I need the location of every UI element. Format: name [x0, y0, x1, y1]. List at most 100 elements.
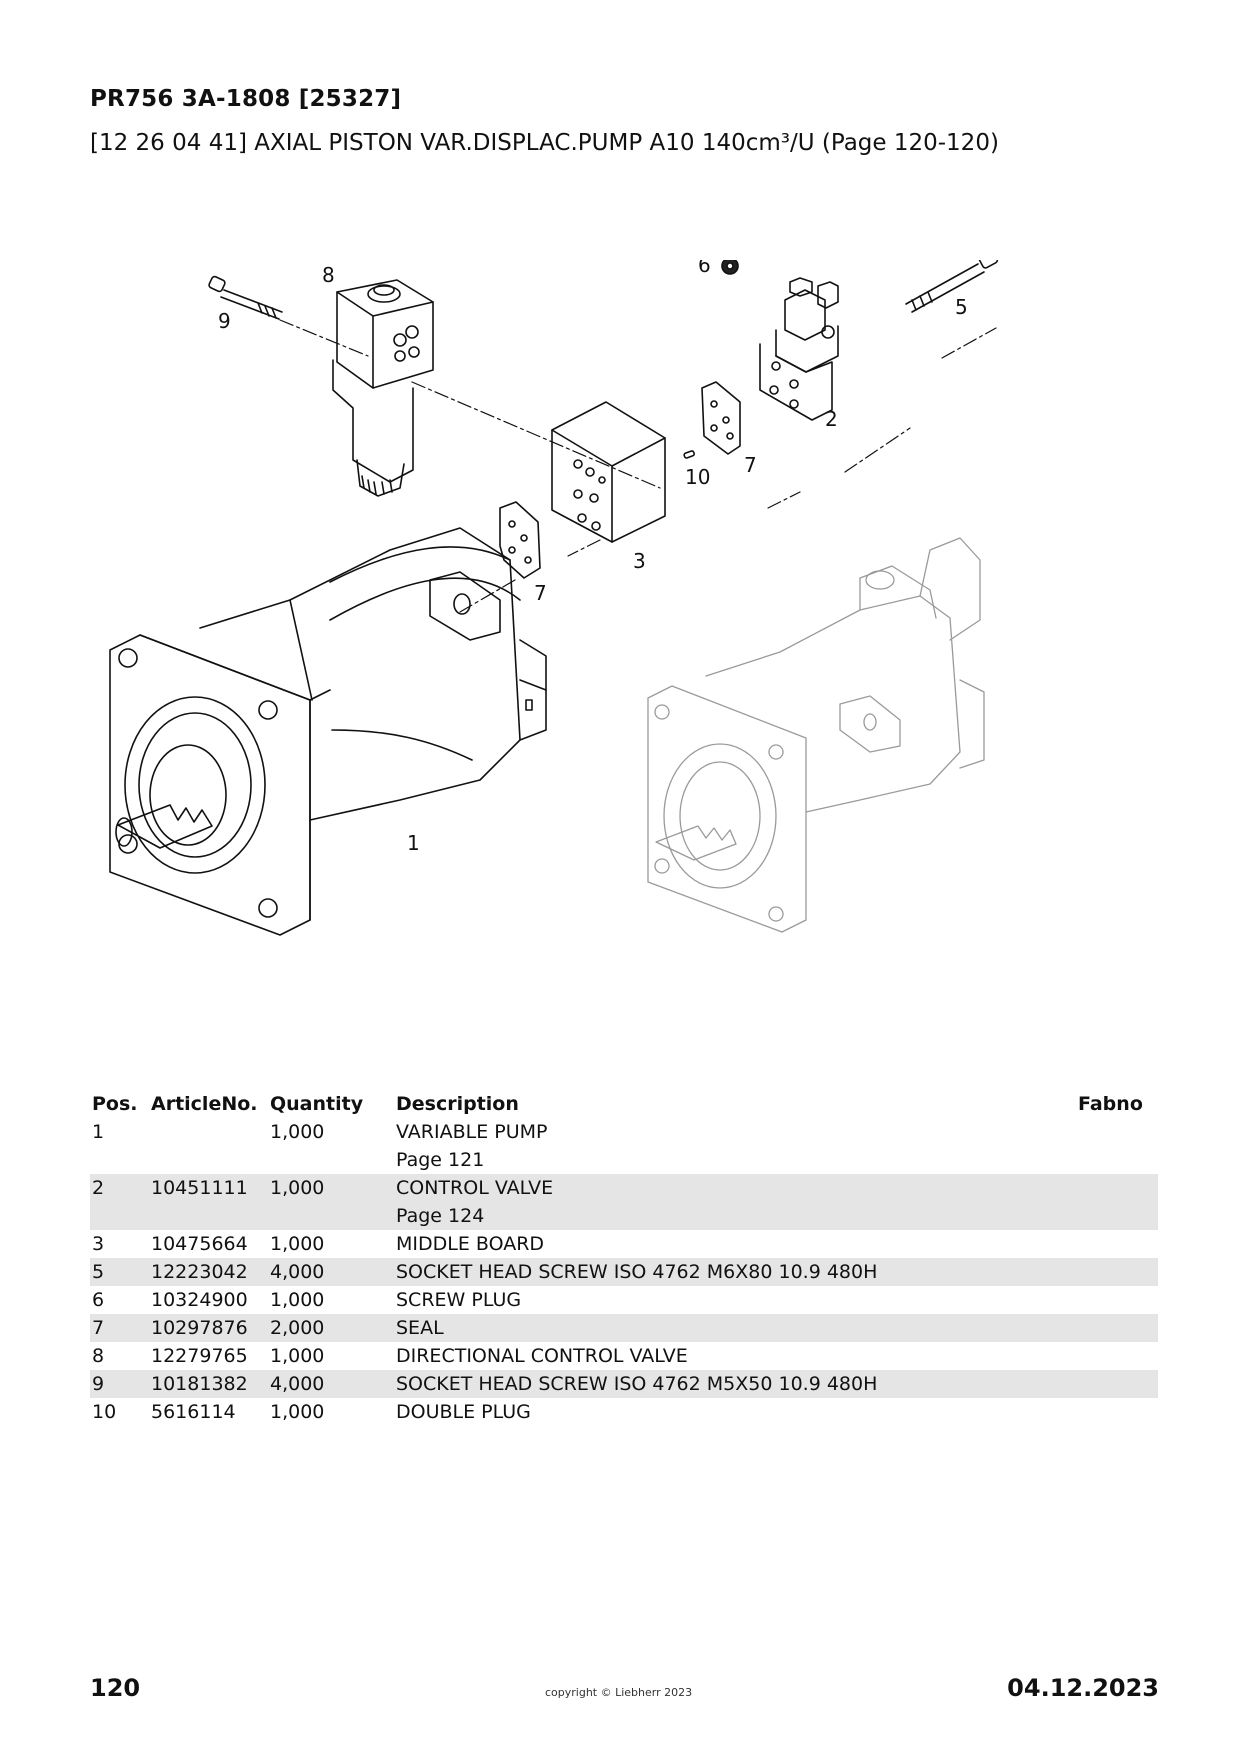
cell-article-no: 10451111	[151, 1174, 270, 1202]
part-5-screw	[905, 260, 999, 313]
cell-description: DIRECTIONAL CONTROL VALVE	[396, 1345, 688, 1367]
cell-description: MIDDLE BOARD	[396, 1233, 545, 1255]
cell-article-no: 10181382	[151, 1370, 270, 1398]
cell-article-no: 5616114	[151, 1401, 236, 1423]
cell-description: SOCKET HEAD SCREW ISO 4762 M5X50 10.9 48…	[396, 1370, 1078, 1398]
cell-description: SOCKET HEAD SCREW ISO 4762 M6X80 10.9 48…	[396, 1258, 1078, 1286]
exploded-parts-diagram: 8 9 6 5 2 7 10 3 7 1	[100, 260, 1140, 1060]
cell-pos: 2	[90, 1174, 151, 1202]
callout-2: 2	[825, 407, 838, 431]
cell-article-no	[151, 1146, 270, 1174]
header-article-no: ArticleNo.	[151, 1093, 258, 1115]
cell-article-no	[151, 1202, 270, 1230]
cell-fabno	[1078, 1314, 1158, 1342]
cell-pos	[90, 1146, 151, 1174]
table-row: 6 10324900 1,000 SCREW PLUG	[90, 1286, 1158, 1314]
header-quantity: Quantity	[270, 1093, 364, 1115]
header-description: Description	[396, 1093, 519, 1115]
cell-pos: 5	[90, 1258, 151, 1286]
callout-7-upper: 7	[744, 453, 757, 477]
document-title: PR756 3A-1808 [25327]	[90, 86, 402, 112]
parts-list-table: Pos. ArticleNo. Quantity Description Fab…	[90, 1090, 1158, 1426]
callout-3: 3	[633, 549, 646, 573]
part-10-double-plug	[683, 450, 695, 459]
header-pos: Pos.	[92, 1093, 138, 1115]
cell-pos: 6	[92, 1289, 105, 1311]
header-fabno: Fabno	[1078, 1093, 1143, 1115]
table-row: Page 124	[90, 1202, 1158, 1230]
cell-quantity: 4,000	[270, 1258, 396, 1286]
callout-8: 8	[322, 263, 335, 287]
cell-fabno	[1078, 1202, 1158, 1230]
cell-quantity: 1,000	[270, 1121, 325, 1143]
table-header-row: Pos. ArticleNo. Quantity Description Fab…	[90, 1090, 1158, 1118]
cell-article-no: 10475664	[151, 1233, 248, 1255]
document-subtitle: [12 26 04 41] AXIAL PISTON VAR.DISPLAC.P…	[90, 130, 999, 156]
cell-quantity: 1,000	[270, 1345, 325, 1367]
part-7-seal-lower	[499, 501, 541, 579]
table-row: 7 10297876 2,000 SEAL	[90, 1314, 1158, 1342]
cell-fabno	[1078, 1174, 1158, 1202]
cell-fabno	[1078, 1118, 1158, 1146]
cell-fabno	[1078, 1258, 1158, 1286]
callout-1: 1	[407, 831, 420, 855]
table-row: Page 121	[90, 1146, 1158, 1174]
cell-pos	[90, 1202, 151, 1230]
callout-5: 5	[955, 295, 968, 319]
page-number: 120	[90, 1674, 141, 1702]
cell-quantity: 1,000	[270, 1401, 325, 1423]
cell-pos: 9	[90, 1370, 151, 1398]
cell-fabno	[1078, 1230, 1158, 1258]
callout-6: 6	[698, 260, 711, 277]
callout-10: 10	[685, 465, 710, 489]
cell-quantity: 1,000	[270, 1289, 325, 1311]
part-8-directional-control-valve	[332, 279, 434, 497]
table-row: 5 12223042 4,000 SOCKET HEAD SCREW ISO 4…	[90, 1258, 1158, 1286]
table-row: 3 10475664 1,000 MIDDLE BOARD	[90, 1230, 1158, 1258]
cell-pos: 3	[92, 1233, 105, 1255]
cell-page-reference[interactable]: Page 124	[396, 1202, 1078, 1230]
assembly-axis-lines	[279, 319, 997, 613]
part-2-control-valve	[759, 277, 839, 421]
callout-9: 9	[218, 309, 231, 333]
cell-fabno	[1078, 1146, 1158, 1174]
document-date: 04.12.2023	[1007, 1674, 1159, 1702]
cell-description: SCREW PLUG	[396, 1289, 522, 1311]
table-row: 1 1,000 VARIABLE PUMP	[90, 1118, 1158, 1146]
cell-article-no: 10324900	[151, 1289, 248, 1311]
cell-article-no: 10297876	[151, 1314, 270, 1342]
part-7-seal-upper	[701, 381, 741, 455]
cell-quantity	[270, 1146, 396, 1174]
cell-pos: 7	[90, 1314, 151, 1342]
cell-fabno	[1078, 1286, 1158, 1314]
exploded-view-drawing: 8 9 6 5 2 7 10 3 7 1	[109, 260, 999, 936]
copyright-notice: copyright © Liebherr 2023	[545, 1686, 693, 1699]
part-6-screw-plug	[721, 260, 739, 275]
cell-quantity: 2,000	[270, 1314, 396, 1342]
cell-article-no: 12223042	[151, 1258, 270, 1286]
cell-pos: 10	[92, 1401, 117, 1423]
cell-quantity: 1,000	[270, 1174, 396, 1202]
cell-description: SEAL	[396, 1314, 1078, 1342]
table-row: 10 5616114 1,000 DOUBLE PLUG	[90, 1398, 1158, 1426]
cell-quantity	[270, 1202, 396, 1230]
callout-7-lower: 7	[534, 581, 547, 605]
cell-fabno	[1078, 1370, 1158, 1398]
cell-article-no: 12279765	[151, 1345, 248, 1367]
cell-pos: 8	[92, 1345, 105, 1367]
table-row: 8 12279765 1,000 DIRECTIONAL CONTROL VAL…	[90, 1342, 1158, 1370]
cell-article-no	[151, 1118, 270, 1146]
part-1-variable-pump-reference-view	[647, 537, 985, 933]
table-row: 2 10451111 1,000 CONTROL VALVE	[90, 1174, 1158, 1202]
part-3-middle-board	[551, 401, 666, 543]
cell-fabno	[1078, 1398, 1158, 1426]
cell-description: VARIABLE PUMP	[396, 1121, 548, 1143]
table-row: 9 10181382 4,000 SOCKET HEAD SCREW ISO 4…	[90, 1370, 1158, 1398]
cell-quantity: 1,000	[270, 1233, 325, 1255]
cell-quantity: 4,000	[270, 1370, 396, 1398]
part-1-variable-pump	[109, 527, 547, 936]
cell-description: DOUBLE PLUG	[396, 1401, 531, 1423]
cell-description: CONTROL VALVE	[396, 1174, 1078, 1202]
cell-page-reference[interactable]: Page 121	[396, 1149, 485, 1171]
part-9-screw	[208, 275, 283, 320]
